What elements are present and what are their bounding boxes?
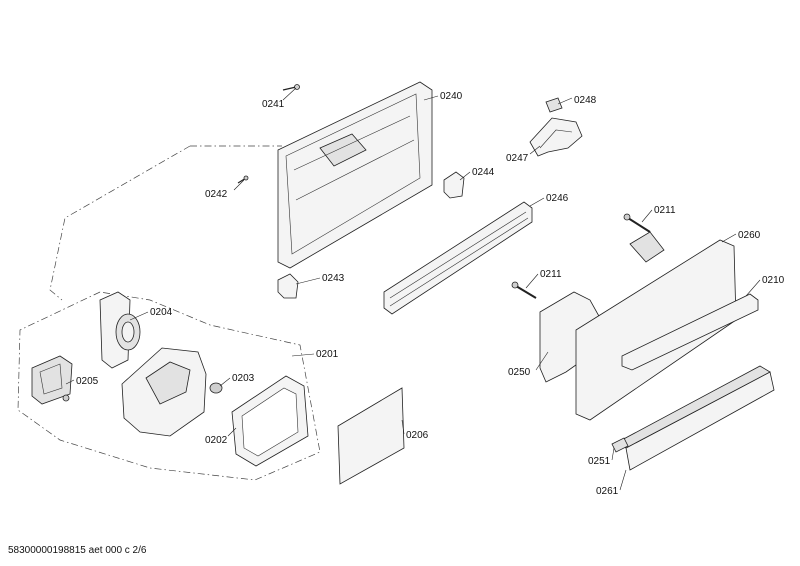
leader-lines — [65, 87, 761, 491]
callout-0246: 0246 — [546, 193, 569, 204]
assembly-group-outline-lower — [17, 291, 321, 481]
control-panel-0260-part — [575, 231, 737, 421]
callout-0205: 0205 — [76, 376, 99, 387]
callout-0201: 0201 — [316, 349, 339, 360]
handle-0210-part — [621, 293, 759, 371]
knob-housing-0204-part — [99, 291, 141, 369]
callout-0261: 0261 — [596, 486, 619, 497]
callout-0204: 0204 — [150, 307, 173, 318]
screw-0242-part — [237, 175, 249, 184]
callout-0247: 0247 — [506, 153, 529, 164]
rail-0246-part — [383, 201, 533, 315]
callout-0210: 0210 — [762, 275, 785, 286]
manual-booklet-0206-part — [337, 387, 405, 485]
gasket-frame-0202-part — [231, 375, 309, 467]
callout-0250: 0250 — [508, 367, 531, 378]
display-module-0205-part — [31, 355, 73, 405]
document-code: 58300000198815 aet 000 c 2/6 — [8, 545, 147, 556]
callout-0241: 0241 — [262, 99, 285, 110]
assembly-group-outline-upper — [49, 145, 282, 301]
hinge-clip-part — [529, 97, 583, 157]
inner-door-panel-part — [277, 81, 433, 269]
callout-0244: 0244 — [472, 167, 495, 178]
callout-0203: 0203 — [232, 373, 255, 384]
callout-0242: 0242 — [205, 189, 228, 200]
callout-0211-lower: 0211 — [540, 269, 562, 280]
small-knob-0203-part — [209, 382, 223, 394]
callout-0243: 0243 — [322, 273, 345, 284]
bracket-0243-part — [277, 273, 299, 299]
electronics-housing-0201-part — [121, 347, 207, 437]
callout-0251: 0251 — [588, 456, 611, 467]
screw-0211-upper-part — [623, 213, 651, 233]
callout-0248: 0248 — [574, 95, 597, 106]
screw-0241-part — [282, 84, 300, 91]
callout-0260: 0260 — [738, 230, 761, 241]
callout-0240: 0240 — [440, 91, 463, 102]
clip-0251-part — [611, 437, 629, 453]
callout-0202: 0202 — [205, 435, 228, 446]
screw-0211-lower-part — [511, 281, 537, 299]
callout-0211-upper: 0211 — [654, 205, 676, 216]
callout-0206: 0206 — [406, 430, 429, 441]
bracket-0244-part — [443, 171, 465, 199]
